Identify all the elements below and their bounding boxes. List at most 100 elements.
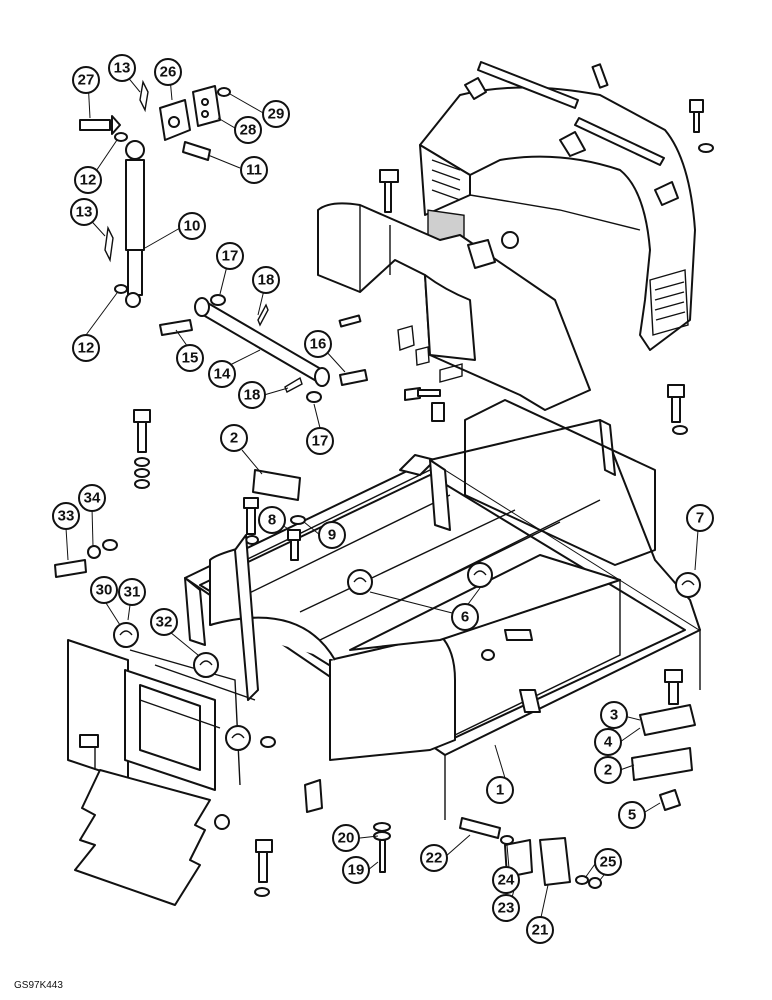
callout-30: 30 (90, 576, 118, 604)
latch-knobs (113, 562, 701, 751)
callout-5: 5 (618, 801, 646, 829)
callout-circle (150, 608, 178, 636)
callout-circle (74, 166, 102, 194)
callout-7: 7 (686, 504, 714, 532)
callout-number: 7 (696, 510, 704, 527)
callout-34: 34 (78, 484, 106, 512)
callout-circle (618, 801, 646, 829)
callout-8: 8 (258, 506, 286, 534)
callout-26: 26 (154, 58, 182, 86)
callout-18: 18 (238, 381, 266, 409)
callout-number: 29 (268, 106, 285, 123)
callout-number: 12 (80, 172, 97, 189)
callout-11: 11 (240, 156, 268, 184)
callout-circle (252, 266, 280, 294)
reference-code: GS97K443 (14, 980, 63, 991)
callout-circle (176, 344, 204, 372)
callout-circle (216, 242, 244, 270)
callout-number: 14 (214, 366, 231, 383)
callout-circle (420, 844, 448, 872)
callout-number: 23 (498, 900, 515, 917)
callout-29: 29 (262, 100, 290, 128)
callout-23: 23 (492, 894, 520, 922)
callout-17: 17 (306, 427, 334, 455)
callout-number: 22 (426, 850, 443, 867)
callout-circle (492, 894, 520, 922)
callout-number: 18 (258, 272, 275, 289)
lower-hardware (373, 629, 696, 889)
callout-4: 4 (594, 728, 622, 756)
callout-number: 19 (348, 862, 365, 879)
callout-9: 9 (318, 521, 346, 549)
callout-27: 27 (72, 66, 100, 94)
callout-circle (208, 360, 236, 388)
callout-circle (304, 330, 332, 358)
callout-22: 22 (420, 844, 448, 872)
callout-circle (332, 824, 360, 852)
callout-circle (306, 427, 334, 455)
callout-number: 31 (124, 584, 141, 601)
callout-6: 6 (451, 603, 479, 631)
callout-number: 9 (328, 527, 336, 544)
side-panel (67, 639, 256, 791)
callout-circle (342, 856, 370, 884)
callout-16: 16 (304, 330, 332, 358)
callout-31: 31 (118, 578, 146, 606)
callout-2: 2 (220, 424, 248, 452)
callout-13: 13 (108, 54, 136, 82)
callout-3: 3 (600, 701, 628, 729)
callout-number: 11 (246, 162, 262, 179)
callout-13: 13 (70, 198, 98, 226)
callout-circle (594, 728, 622, 756)
callout-25: 25 (594, 848, 622, 876)
callout-12: 12 (74, 166, 102, 194)
callout-circle (451, 603, 479, 631)
callout-12: 12 (72, 334, 100, 362)
callout-number: 16 (310, 336, 327, 353)
callout-17: 17 (216, 242, 244, 270)
callout-circle (686, 504, 714, 532)
callout-circle (234, 116, 262, 144)
callout-21: 21 (526, 916, 554, 944)
callout-circle (486, 776, 514, 804)
callout-32: 32 (150, 608, 178, 636)
callout-circle (70, 198, 98, 226)
callout-circle (240, 156, 268, 184)
callout-circle (178, 212, 206, 240)
callout-10: 10 (178, 212, 206, 240)
bolt-column (54, 384, 688, 748)
callout-number: 2 (230, 430, 238, 447)
callout-number: 3 (610, 707, 618, 724)
callout-circle (220, 424, 248, 452)
callout-number: 30 (96, 582, 113, 599)
callout-number: 24 (498, 872, 515, 889)
callout-circle (78, 484, 106, 512)
support-bar (159, 294, 368, 403)
callout-circle (52, 502, 80, 530)
callout-number: 12 (78, 340, 95, 357)
callout-24: 24 (492, 866, 520, 894)
callout-number: 6 (461, 609, 469, 626)
callout-circle (72, 66, 100, 94)
callout-number: 5 (628, 807, 636, 824)
callout-33: 33 (52, 502, 80, 530)
callout-2: 2 (594, 756, 622, 784)
callout-circle (526, 916, 554, 944)
callout-number: 8 (268, 512, 276, 529)
callout-number: 1 (496, 782, 504, 799)
gas-strut-assembly (79, 79, 231, 308)
callout-number: 13 (114, 60, 131, 77)
mounting-plate (74, 734, 323, 906)
callout-number: 18 (244, 387, 261, 404)
callout-number: 13 (76, 204, 93, 221)
callout-number: 33 (58, 508, 75, 525)
callout-circle (594, 756, 622, 784)
callout-circle (118, 578, 146, 606)
tank-box (209, 547, 621, 761)
callout-number: 25 (600, 854, 617, 871)
callout-20: 20 (332, 824, 360, 852)
callout-circle (154, 58, 182, 86)
